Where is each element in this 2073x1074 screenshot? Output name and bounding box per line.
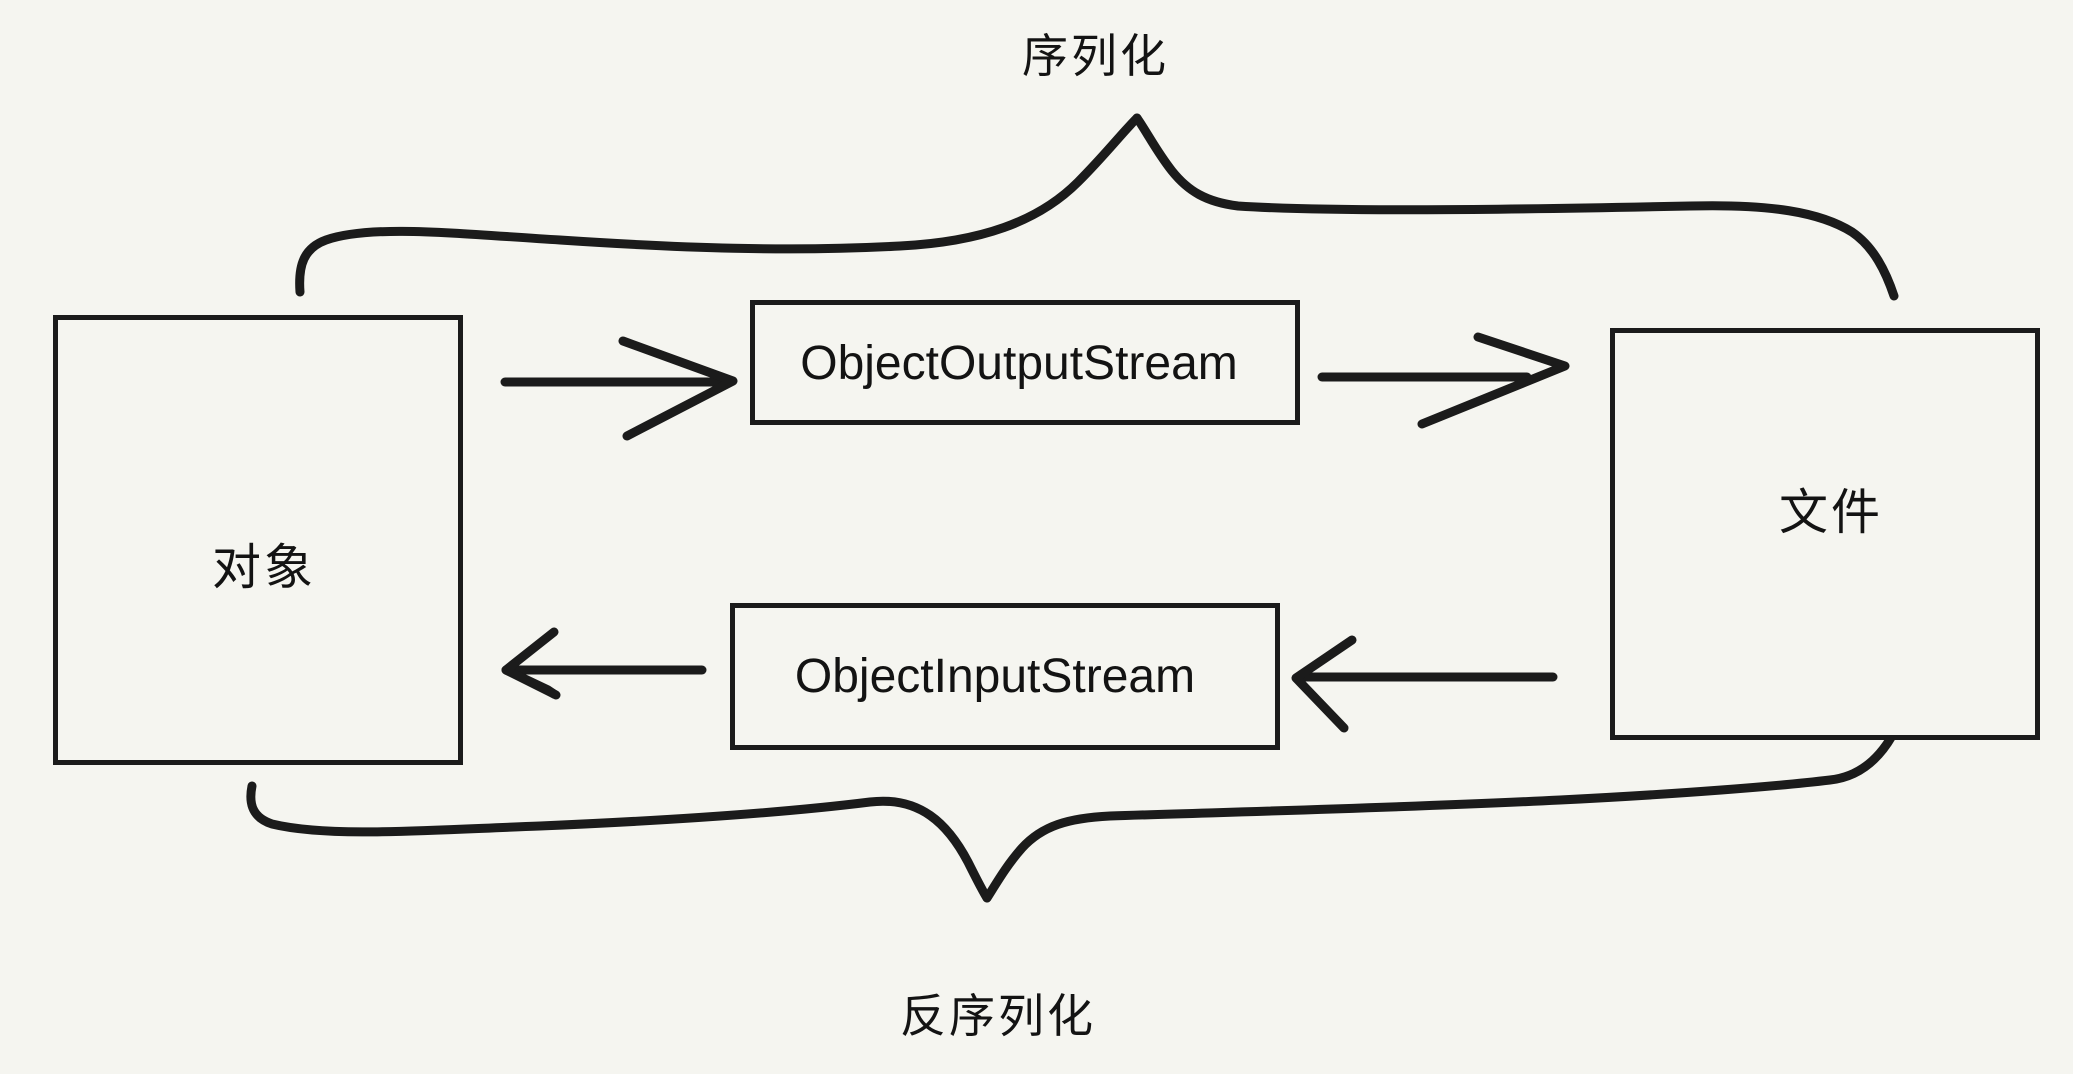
deserialize-brace-left-arm [246,781,992,903]
deserialize-annotation-label: 反序列化 [900,990,1096,1042]
serialize-brace [295,113,1899,301]
node-file[interactable]: 文件 [1610,328,2040,740]
arrow-ois-to-object-head-b [501,665,561,700]
node-object-label: 对象 [211,541,316,596]
deserialize-brace-right-arm [982,731,1897,903]
arrow-oos-to-file [1317,332,1570,429]
node-object[interactable]: 对象 [53,315,463,765]
arrow-oos-to-file-head [1417,332,1570,429]
deserialize-brace [246,731,1897,903]
arrow-object-to-oos-head [618,336,738,441]
arrow-file-to-ois-head [1291,635,1357,733]
node-object-output-stream-label: ObjectOutputStream [800,337,1238,391]
node-file-label: 文件 [1778,486,1883,541]
serialize-brace-left-arm [295,113,1142,297]
arrow-file-to-ois [1291,635,1558,733]
node-object-input-stream[interactable]: ObjectInputStream [730,603,1280,750]
arrow-ois-to-object [501,627,707,700]
arrow-object-to-oos [500,336,738,441]
node-object-output-stream[interactable]: ObjectOutputStream [750,300,1300,425]
node-object-input-stream-label: ObjectInputStream [794,650,1196,704]
serialize-brace-right-arm [1132,113,1899,301]
serialize-annotation-label: 序列化 [1022,30,1169,82]
